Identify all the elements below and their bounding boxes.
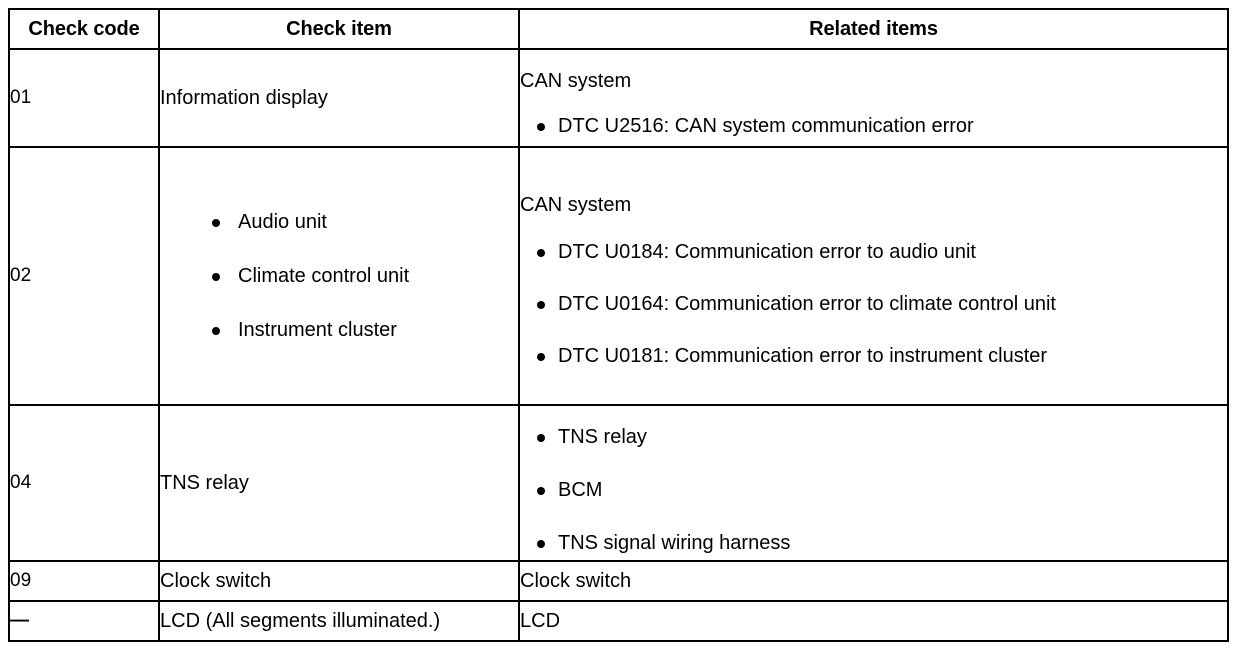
related-lead-text: CAN system (520, 69, 632, 92)
cell-check-code: 04 (8, 404, 160, 562)
column-header-related-items: Related items (518, 8, 1229, 50)
table-body: 01 Information display CAN system DTC U2… (8, 48, 1229, 642)
cell-related-items: LCD (518, 600, 1229, 642)
cell-check-item: LCD (All segments illuminated.) (158, 600, 520, 642)
list-item-label: TNS signal wiring harness (558, 532, 791, 554)
bullet-dot-icon (212, 219, 220, 227)
cell-related-items: TNS relay BCM TNS signal wiring harness (518, 404, 1229, 562)
list-item-label: DTC U0181: Communication error to instru… (558, 345, 1048, 367)
related-lead-text: CAN system (520, 194, 632, 216)
bullet-dot-icon (537, 487, 545, 495)
table-header: Check code Check item Related items (8, 8, 1229, 50)
related-items-stack: CAN system DTC U0184: Communication erro… (520, 184, 1227, 368)
column-header-check-item: Check item (158, 8, 520, 50)
bullet-dot-icon (537, 434, 545, 442)
column-header-check-code: Check code (8, 8, 160, 50)
list-item: BCM (520, 478, 1227, 502)
table-row: — LCD (All segments illuminated.) LCD (8, 600, 1229, 642)
related-items-stack: TNS relay BCM TNS signal wiring harness (520, 411, 1227, 555)
related-bullet-list: DTC U2516: CAN system communication erro… (520, 114, 1227, 138)
cell-related-items: CAN system DTC U0184: Communication erro… (518, 146, 1229, 406)
related-items-stack: CAN system DTC U2516: CAN system communi… (520, 59, 1227, 138)
list-item-label: BCM (558, 479, 603, 501)
cell-check-item: TNS relay (158, 404, 520, 562)
list-item: DTC U0184: Communication error to audio … (520, 240, 1227, 264)
cell-check-code: 02 (8, 146, 160, 406)
bullet-dot-icon (537, 301, 545, 309)
em-dash-mark: — (10, 610, 29, 631)
table-row: 04 TNS relay TNS relay BCM (8, 404, 1229, 562)
list-item: DTC U0181: Communication error to instru… (520, 344, 1227, 368)
bullet-dot-icon (537, 353, 545, 361)
list-item-label: Climate control unit (238, 265, 410, 287)
list-item-label: DTC U2516: CAN system communication erro… (558, 114, 974, 137)
list-item-label: Instrument cluster (238, 319, 397, 341)
table-row: 09 Clock switch Clock switch (8, 560, 1229, 602)
bullet-dot-icon (212, 327, 220, 335)
cell-check-item: Information display (158, 48, 520, 148)
bullet-dot-icon (212, 273, 220, 281)
list-item: TNS signal wiring harness (520, 531, 1227, 555)
list-item: Audio unit (160, 210, 518, 234)
related-bullet-list: TNS relay BCM TNS signal wiring harness (520, 425, 1227, 555)
list-item: DTC U0164: Communication error to climat… (520, 292, 1227, 316)
list-item-label: DTC U0184: Communication error to audio … (558, 241, 976, 263)
check-code-table: Check code Check item Related items 01 I… (8, 8, 1229, 642)
bullet-dot-icon (537, 540, 545, 548)
table-row: 02 Audio unit Climate control unit (8, 146, 1229, 406)
cell-related-items: Clock switch (518, 560, 1229, 602)
cell-check-item: Clock switch (158, 560, 520, 602)
list-item-label: TNS relay (558, 426, 647, 448)
table-header-row: Check code Check item Related items (8, 8, 1229, 50)
bullet-dot-icon (537, 122, 545, 131)
list-item: TNS relay (520, 425, 1227, 449)
list-item: Climate control unit (160, 264, 518, 288)
related-bullet-list: DTC U0184: Communication error to audio … (520, 240, 1227, 368)
table-row: 01 Information display CAN system DTC U2… (8, 48, 1229, 148)
check-item-stack: Audio unit Climate control unit Instrume… (160, 210, 518, 342)
cell-related-items: CAN system DTC U2516: CAN system communi… (518, 48, 1229, 148)
list-item-label: DTC U0164: Communication error to climat… (558, 293, 1056, 315)
cell-check-code: 01 (8, 48, 160, 148)
list-item-label: Audio unit (238, 211, 327, 233)
list-item: DTC U2516: CAN system communication erro… (520, 114, 1227, 138)
list-item: Instrument cluster (160, 318, 518, 342)
bullet-dot-icon (537, 249, 545, 257)
cell-check-code: 09 (8, 560, 160, 602)
cell-check-code: — (8, 600, 160, 642)
check-item-bullet-list: Audio unit Climate control unit Instrume… (160, 210, 518, 342)
cell-check-item: Audio unit Climate control unit Instrume… (158, 146, 520, 406)
